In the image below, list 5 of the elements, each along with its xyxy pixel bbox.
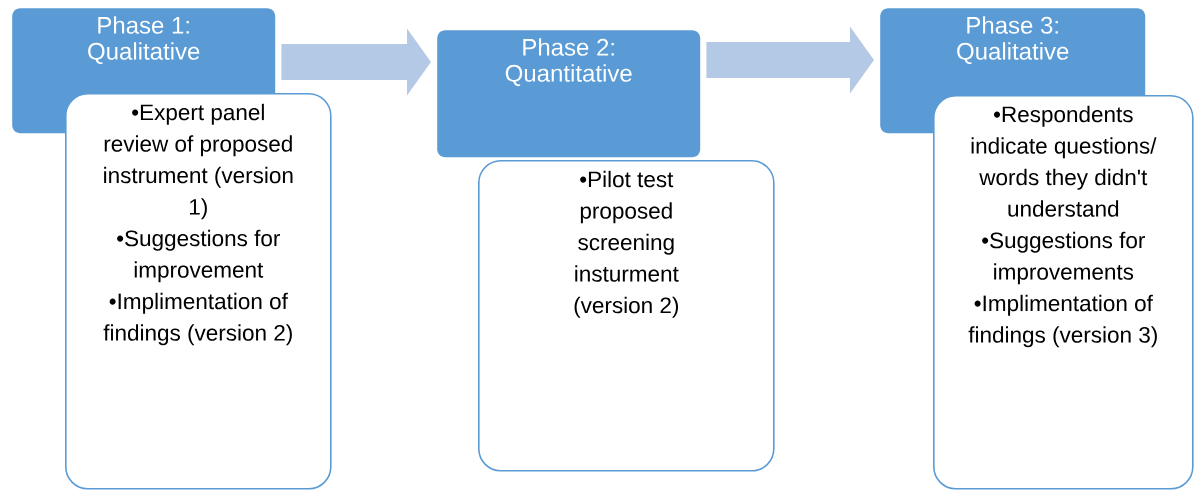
bullet-list-box: •Pilot test proposed screening insturment (version 2) <box>478 160 775 472</box>
bullet-list-box: •Respondents indicate questions/ words they didn't understand •Suggestions for improvements •Implimentation of findings (version 3) <box>933 95 1194 490</box>
node-label: Phase 2: Quantitative <box>505 38 632 87</box>
bullet-list-box: •Expert panel review of proposed instrument (version 1) •Suggestions for improvement •Implimentation of findings (version 2) <box>65 93 332 490</box>
phase-box: Phase 2: Quantitative <box>437 30 701 158</box>
